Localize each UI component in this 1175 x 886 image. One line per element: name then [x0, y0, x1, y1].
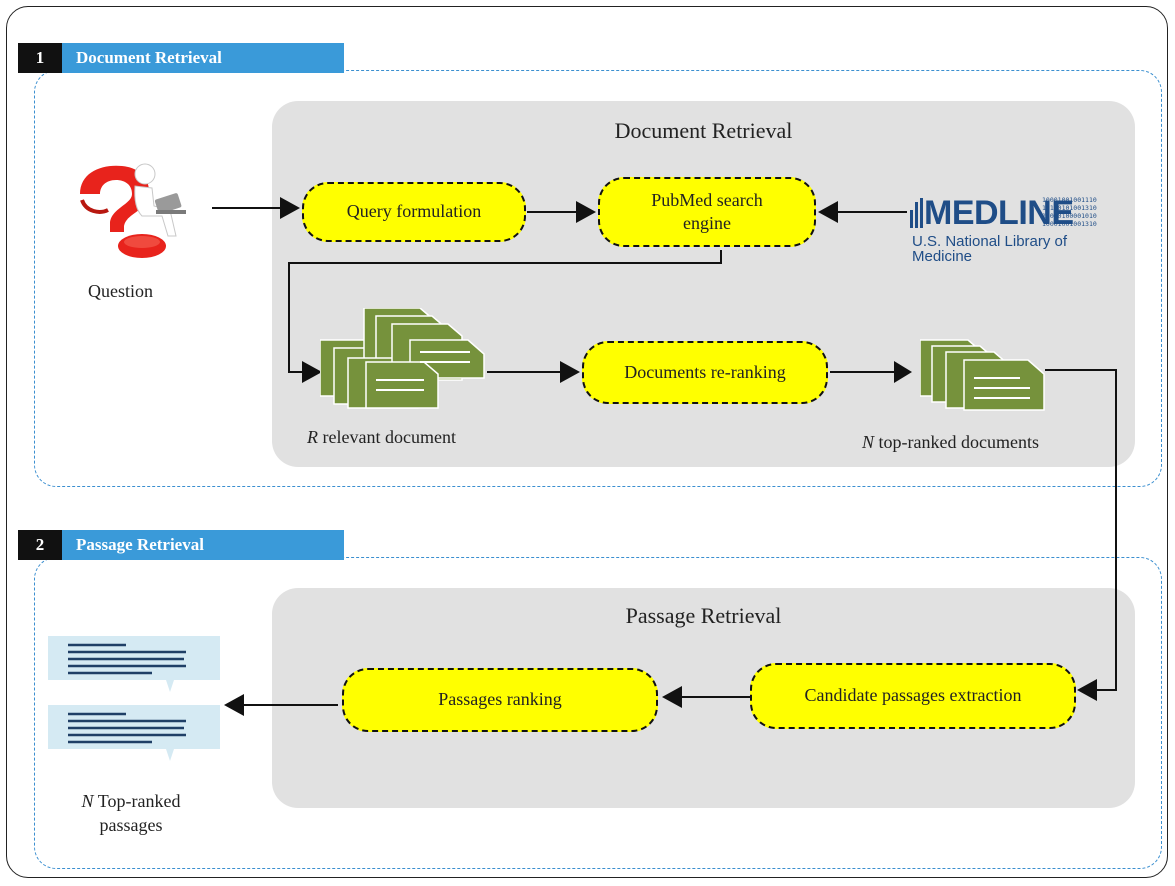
node-label-line2: engine — [683, 213, 731, 233]
connector-line — [1045, 369, 1117, 691]
arrowhead — [576, 201, 596, 223]
passages-ranking-node: Passages ranking — [342, 668, 658, 732]
node-label: Passages ranking — [438, 689, 562, 710]
label-line2: passages — [99, 815, 163, 836]
binary-line: 10000100001010 — [1042, 212, 1097, 220]
node-label: Candidate passages extraction — [804, 685, 1022, 706]
node-label: Query formulation — [346, 201, 482, 222]
arrowhead — [302, 361, 322, 383]
arrowhead — [818, 201, 838, 223]
medline-subtitle: U.S. National Library of Medicine — [912, 233, 1068, 265]
node-label-line1: PubMed search — [651, 189, 763, 210]
arrowhead — [280, 197, 300, 219]
variable-n: N — [81, 791, 94, 811]
pubmed-search-engine-node: PubMed search engine — [598, 177, 816, 247]
label-line1: N Top-ranked — [56, 789, 206, 813]
arrowhead — [894, 361, 912, 383]
panel-title: Passage Retrieval — [625, 603, 782, 628]
document-stack-icon — [320, 308, 485, 409]
section-label: Passage Retrieval — [62, 530, 344, 560]
panel-title: Document Retrieval — [614, 118, 793, 143]
query-formulation-node: Query formulation — [302, 182, 526, 242]
document-stack-icon — [920, 339, 1045, 411]
candidate-passages-extraction-node: Candidate passages extraction — [750, 663, 1076, 729]
medline-bars-icon — [910, 198, 923, 228]
connector-line — [288, 250, 722, 373]
section-document-retrieval — [34, 70, 1162, 487]
arrowhead — [1077, 679, 1097, 701]
arrowhead — [662, 686, 682, 708]
diagram-frame — [6, 6, 1168, 878]
binary-line: 10001001001110 — [1042, 196, 1097, 204]
top-ranked-passages-label: N Top-ranked passages — [56, 789, 206, 838]
section-tab-2: 2 Passage Retrieval — [18, 530, 344, 560]
passage-icon — [48, 636, 220, 692]
arrowhead — [560, 361, 580, 383]
node-label: Documents re-ranking — [624, 361, 786, 382]
relevant-document-label: R relevant document — [307, 427, 456, 448]
medline-binary: 10001001001110 10100101001310 1000010000… — [1042, 196, 1097, 228]
question-person-icon — [80, 163, 186, 258]
variable-r: R — [307, 427, 318, 447]
binary-line: 10100101001310 — [1042, 204, 1097, 212]
passage-icon — [48, 705, 220, 761]
section-tab-1: 1 Document Retrieval — [18, 43, 344, 73]
top-ranked-documents-label: N top-ranked documents — [862, 432, 1039, 453]
documents-reranking-node: Documents re-ranking — [582, 341, 828, 404]
variable-n: N — [862, 432, 875, 452]
medline-title: MEDLINE — [924, 194, 1074, 232]
label-text: top-ranked documents — [874, 432, 1039, 452]
arrowhead — [224, 694, 244, 716]
label-text: relevant document — [318, 427, 456, 447]
binary-line: 10001001001310 — [1042, 220, 1097, 228]
section-number: 1 — [18, 43, 62, 73]
section-label: Document Retrieval — [62, 43, 344, 73]
label-text: Top-ranked — [93, 791, 181, 811]
medline-logo: MEDLINE 10001001001110 10100101001310 10… — [910, 192, 1100, 264]
question-label: Question — [88, 281, 153, 301]
section-passage-retrieval — [34, 557, 1162, 869]
section-number: 2 — [18, 530, 62, 560]
